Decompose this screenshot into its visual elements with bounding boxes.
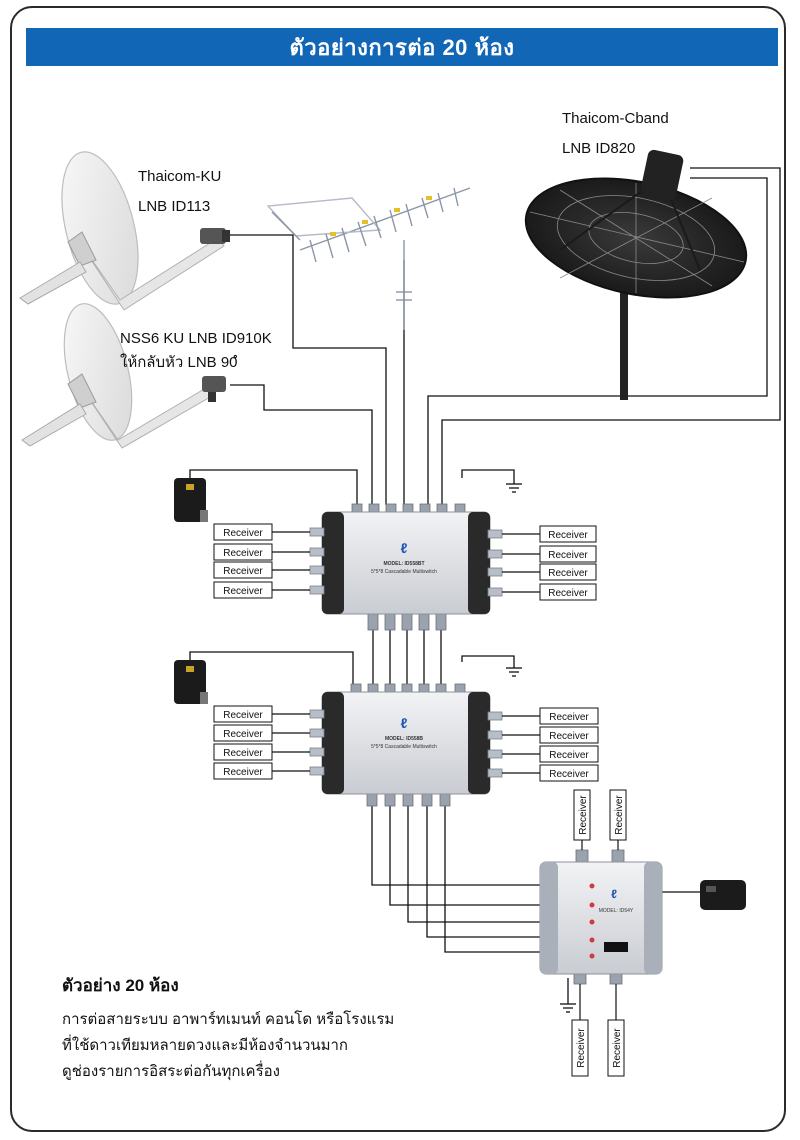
multiswitch-small-model: MODEL: ID54Y xyxy=(599,908,634,914)
ground-icon xyxy=(506,483,522,493)
power-supply-icon xyxy=(174,660,208,704)
svg-text:Receiver: Receiver xyxy=(549,731,589,742)
receiver-box: Receiver xyxy=(213,523,273,541)
multiswitch-bottom: ℓ MODEL: ID558B 5*5*8 Cascadable Multisw… xyxy=(309,683,503,807)
ground-icon xyxy=(506,667,522,677)
multiswitch-top-desc: 5*5*8 Cascadable Multiswitch xyxy=(371,569,437,575)
multiswitch-bottom-model: MODEL: ID558B xyxy=(385,736,423,742)
power-adapter-icon xyxy=(700,880,746,910)
receiver-box: Receiver xyxy=(539,726,599,744)
summary-line: การต่อสายระบบ อาพาร์ทเมนท์ คอนโด หรือโรง… xyxy=(62,1011,395,1028)
page-frame xyxy=(10,6,786,1132)
lnb-icon xyxy=(200,228,226,244)
cables xyxy=(189,167,781,1004)
receiver-box: Receiver xyxy=(571,1019,589,1077)
summary-line: ที่ใช้ดาวเทียมหลายดวงและมีห้องจำนวนมาก xyxy=(62,1037,349,1054)
multiswitch-bottom-desc: 5*5*8 Cascadable Multiswitch xyxy=(371,744,437,750)
svg-text:Receiver: Receiver xyxy=(549,769,589,780)
receiver-box: Receiver xyxy=(539,563,597,581)
receiver-box: Receiver xyxy=(539,545,597,563)
lnb-icon xyxy=(640,149,684,201)
receiver-box: Receiver xyxy=(539,745,599,763)
svg-text:Receiver: Receiver xyxy=(223,548,263,559)
multiswitch-small: ℓ MODEL: ID54Y xyxy=(539,849,663,985)
receiver-box: Receiver xyxy=(573,789,591,841)
svg-text:Receiver: Receiver xyxy=(223,566,263,577)
summary-line: ดูช่องรายการอิสระต่อกันทุกเครื่อง xyxy=(62,1063,280,1080)
receiver-box: Receiver xyxy=(213,543,273,561)
power-supply-icon xyxy=(174,478,208,522)
ground-icon xyxy=(560,1003,576,1013)
receiver-box: Receiver xyxy=(213,724,273,742)
svg-text:Receiver: Receiver xyxy=(223,528,263,539)
svg-text:Receiver: Receiver xyxy=(223,586,263,597)
receiver-box: Receiver xyxy=(539,583,597,601)
ku1-lnb-model: LNB ID113 xyxy=(138,198,210,215)
cband-dish-name: Thaicom-Cband xyxy=(562,110,669,127)
svg-text:Receiver: Receiver xyxy=(576,1028,587,1068)
svg-text:Receiver: Receiver xyxy=(548,568,588,579)
receiver-box: Receiver xyxy=(539,525,597,543)
receiver-box: Receiver xyxy=(213,705,273,723)
svg-text:Receiver: Receiver xyxy=(223,729,263,740)
receiver-box: Receiver xyxy=(607,1019,625,1077)
receiver-box: Receiver xyxy=(609,789,627,841)
svg-text:Receiver: Receiver xyxy=(614,795,625,835)
ku1-dish-name: Thaicom-KU xyxy=(138,168,221,185)
svg-text:Receiver: Receiver xyxy=(223,767,263,778)
page-title: ตัวอย่างการต่อ 20 ห้อง xyxy=(26,28,778,66)
ku-dish-2 xyxy=(21,303,226,449)
multiswitch-top: ℓ MODEL: ID558BT 5*5*8 Cascadable Multis… xyxy=(309,503,503,631)
cband-lnb-model: LNB ID820 xyxy=(562,140,635,157)
summary-block: ตัวอย่าง 20 ห้อง การต่อสายระบบ อาพาร์ทเม… xyxy=(62,972,502,1085)
svg-text:Receiver: Receiver xyxy=(548,588,588,599)
receiver-box: Receiver xyxy=(213,743,273,761)
svg-text:Receiver: Receiver xyxy=(578,795,589,835)
brand-logo-icon: ℓ xyxy=(611,887,617,901)
svg-text:Receiver: Receiver xyxy=(548,530,588,541)
svg-text:Receiver: Receiver xyxy=(549,750,589,761)
receiver-box: Receiver xyxy=(213,581,273,599)
ku2-lnb-note: ให้กลับหัว LNB 90ํ xyxy=(120,353,238,371)
receiver-box: Receiver xyxy=(539,707,599,725)
ku-dish-1 xyxy=(19,151,230,311)
lnb-icon xyxy=(202,376,226,392)
multiswitch-top-model: MODEL: ID558BT xyxy=(383,561,424,567)
receiver-box: Receiver xyxy=(213,561,273,579)
cband-dish xyxy=(524,149,748,400)
brand-logo-icon: ℓ xyxy=(401,540,408,556)
ku2-dish-name: NSS6 KU LNB ID910K xyxy=(120,330,272,347)
svg-text:Receiver: Receiver xyxy=(549,712,589,723)
receiver-box: Receiver xyxy=(213,762,273,780)
svg-text:Receiver: Receiver xyxy=(548,550,588,561)
svg-text:Receiver: Receiver xyxy=(223,710,263,721)
svg-text:Receiver: Receiver xyxy=(223,748,263,759)
receiver-box: Receiver xyxy=(539,764,599,782)
brand-logo-icon: ℓ xyxy=(401,715,408,731)
svg-text:Receiver: Receiver xyxy=(612,1028,623,1068)
summary-title: ตัวอย่าง 20 ห้อง xyxy=(62,976,179,995)
tv-antenna-icon xyxy=(266,187,471,330)
